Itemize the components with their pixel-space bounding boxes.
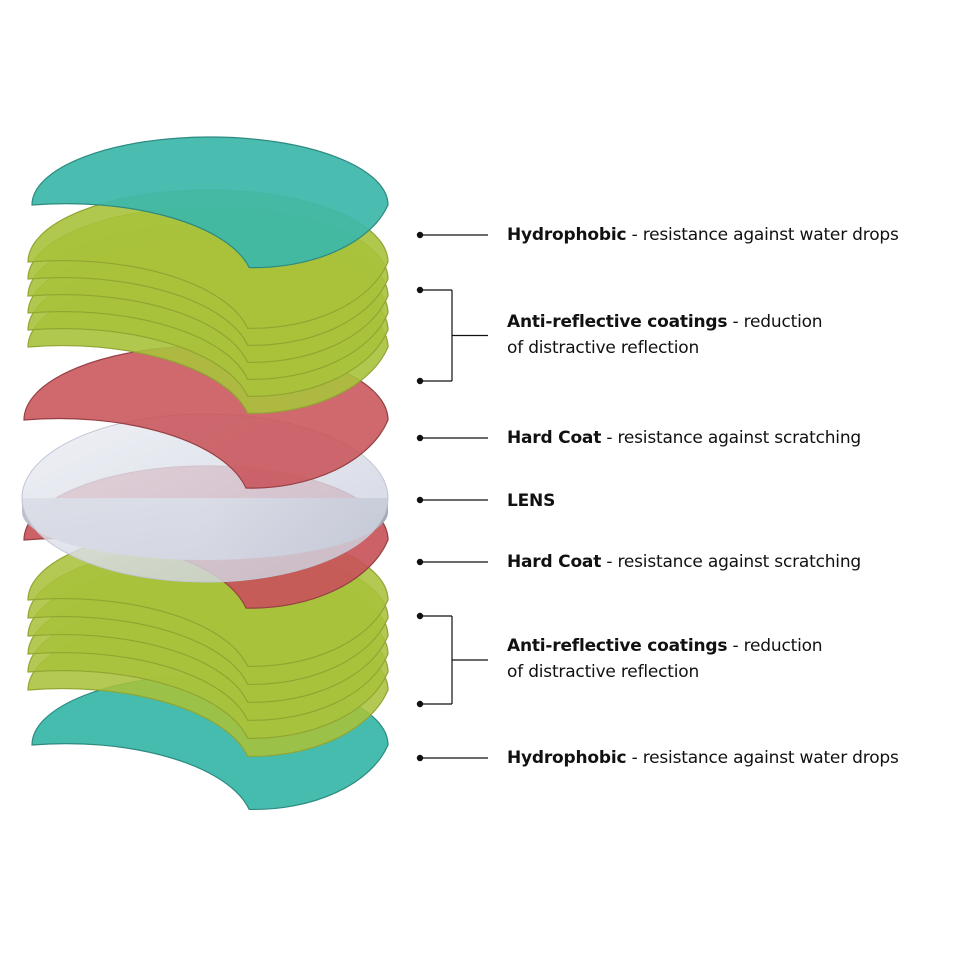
label-hard-coat-bottom: Hard Coat - resistance against scratchin… [507, 549, 967, 575]
label-hard-coat-top: Hard Coat - resistance against scratchin… [507, 425, 967, 451]
label-desc: - reduction [727, 312, 823, 332]
label-anti-reflective-bottom: Anti-reflective coatings - reduction of … [507, 633, 967, 685]
label-desc: - reduction [727, 636, 823, 656]
label-desc-line2: of distractive reflection [507, 662, 700, 682]
label-title: Anti-reflective coatings [507, 636, 728, 656]
label-hydrophobic-bottom: Hydrophobic - resistance against water d… [507, 745, 967, 771]
hydrophobic-slab [31, 136, 389, 269]
label-title: Anti-reflective coatings [507, 312, 728, 332]
label-hydrophobic-top: Hydrophobic - resistance against water d… [507, 222, 967, 248]
label-desc: - resistance against scratching [601, 552, 861, 572]
label-title: Hard Coat [507, 428, 602, 448]
label-title: Hydrophobic [507, 748, 627, 768]
label-title: Hydrophobic [507, 225, 627, 245]
label-lens: LENS [507, 488, 967, 514]
label-anti-reflective-top: Anti-reflective coatings - reduction of … [507, 309, 967, 361]
label-title: Hard Coat [507, 552, 602, 572]
label-desc-line2: of distractive reflection [507, 338, 700, 358]
hydrophobic-layer-top [31, 136, 389, 269]
label-title: LENS [507, 491, 556, 511]
label-desc: - resistance against scratching [601, 428, 861, 448]
label-desc: - resistance against water drops [626, 225, 899, 245]
label-desc: - resistance against water drops [626, 748, 899, 768]
leader-lines [416, 231, 488, 762]
